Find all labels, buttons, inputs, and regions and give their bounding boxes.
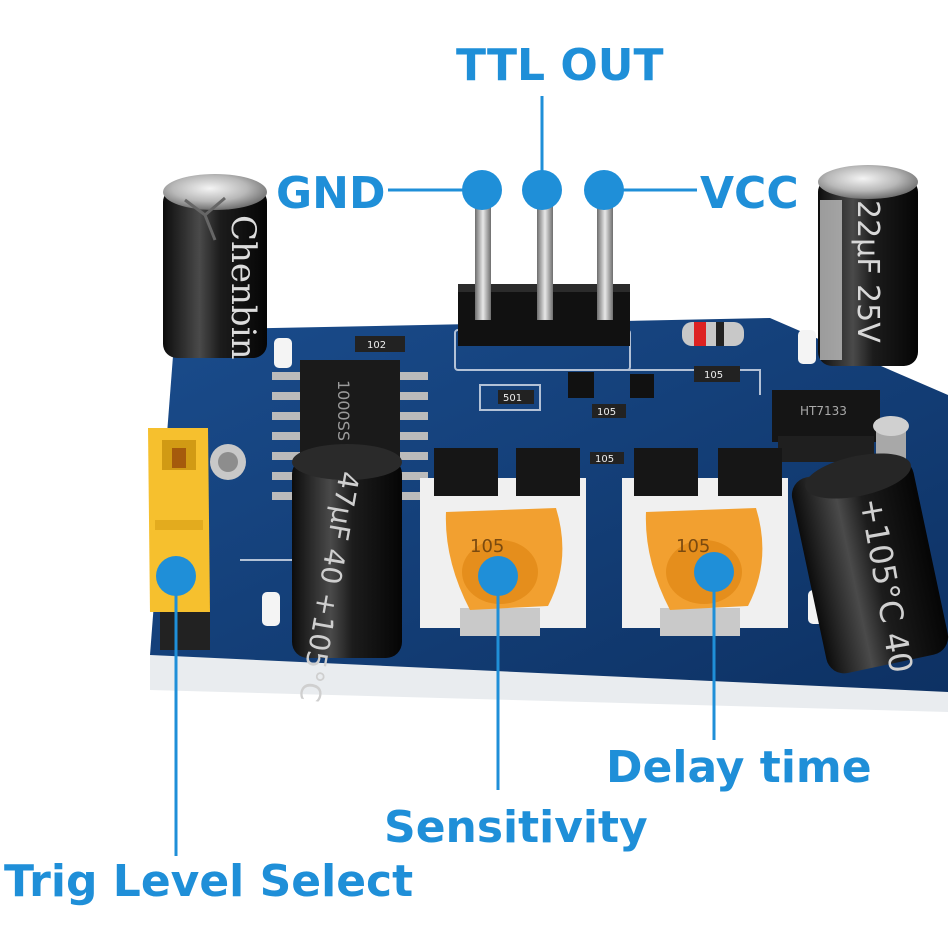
ttl-out-label: TTL OUT [456,40,664,91]
left-capacitor: Chenbin [163,174,267,359]
delay-marker [694,552,734,592]
voltage-regulator: HT7133 [772,390,880,462]
ttl-out-marker [522,170,562,210]
svg-text:105: 105 [595,454,614,465]
gnd-marker [462,170,502,210]
trig-level-select-label: Trig Level Select [4,856,414,907]
callout-markers [156,170,734,596]
vcc-marker [584,170,624,210]
svg-text:HT7133: HT7133 [800,404,847,418]
svg-text:105: 105 [676,536,710,557]
svg-text:Chenbin: Chenbin [223,215,263,359]
header-pins [458,195,630,346]
svg-text:102: 102 [367,340,386,351]
vcc-label: VCC [700,168,799,219]
right-top-capacitor: 22μF 25V [818,165,918,366]
svg-text:105: 105 [597,407,616,418]
trig-marker [156,556,196,596]
svg-text:22μF 25V: 22μF 25V [850,200,885,343]
svg-text:501: 501 [503,393,522,404]
diode [682,322,744,346]
sensitivity-label: Sensitivity [384,802,648,853]
svg-text:1000SS: 1000SS [334,380,353,441]
svg-text:105: 105 [470,536,504,557]
sensitivity-potentiometer: 105 [420,448,586,636]
svg-text:105: 105 [704,370,723,381]
delay-time-label: Delay time [606,742,872,793]
pcb-edge [150,655,948,712]
smd-resistors: 102 105 105 501 105 [355,336,740,465]
center-capacitor: 47μF 40 +105°C [292,444,402,704]
gnd-label: GND [276,168,386,219]
sensitivity-marker [478,556,518,596]
right-bottom-capacitor: +105°C 40 [791,453,949,676]
